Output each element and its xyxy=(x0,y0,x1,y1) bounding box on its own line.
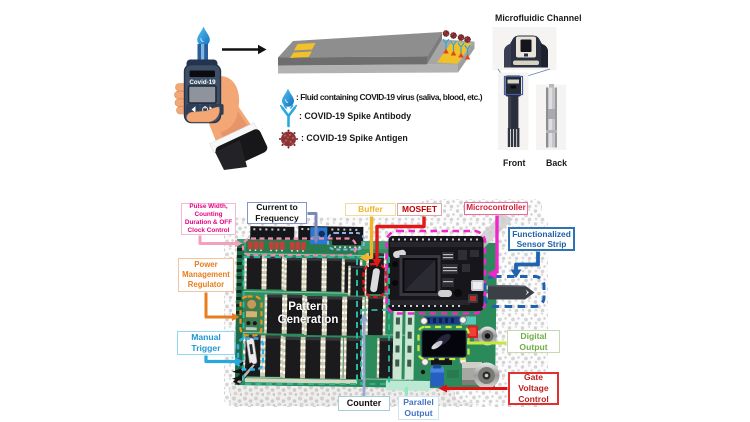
svg-text:Covid-19: Covid-19 xyxy=(189,79,216,86)
